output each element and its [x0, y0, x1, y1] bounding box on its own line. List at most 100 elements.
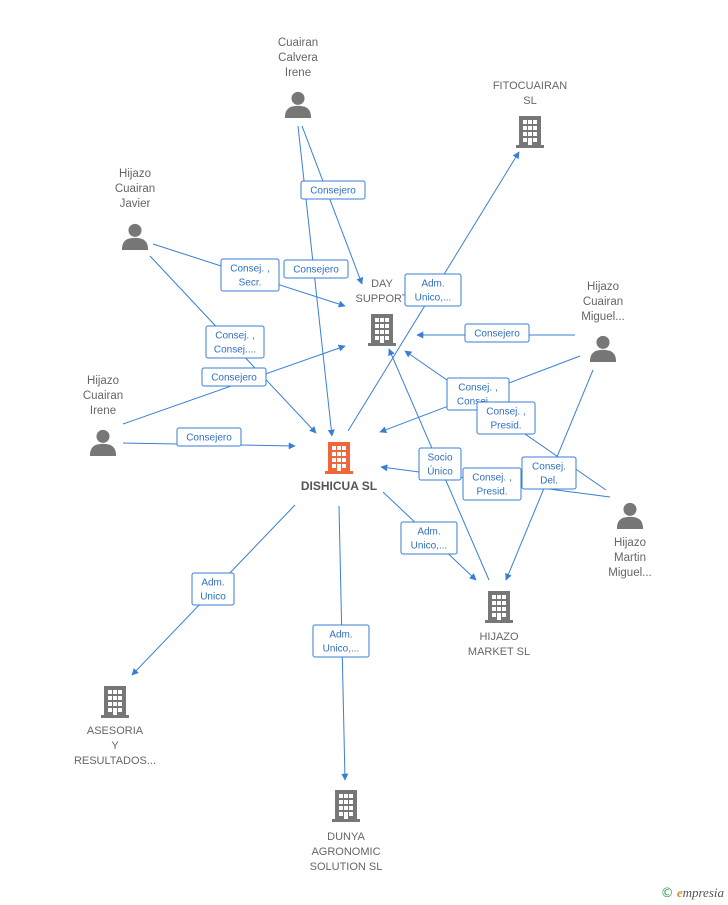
node-label: SOLUTION SL	[310, 861, 383, 873]
edge-label-hijazo_irene-to-dishicua[interactable]: Consejero	[176, 427, 242, 447]
person-icon	[589, 335, 617, 362]
edge-label-text: Unico,...	[411, 541, 448, 552]
node-label: SL	[523, 95, 536, 107]
edge-cuairan_calvera-to-day_support	[301, 125, 364, 285]
node-asesoria[interactable]: ASESORIA Y RESULTADOS...	[74, 686, 156, 767]
node-label: Hijazo	[587, 281, 619, 293]
edge-label-text: Unico	[200, 592, 226, 603]
edge-label-dishicua-to-dunya[interactable]: Adm. Unico,...	[312, 624, 370, 658]
node-label: Javier	[120, 198, 151, 210]
edge-label-dishicua-to-asesoria[interactable]: Adm. Unico	[191, 572, 235, 606]
edge-label-text: Consej. ,	[458, 383, 497, 394]
edge-label-box	[191, 572, 235, 606]
building-icon	[516, 116, 544, 148]
edge-label-hijazo_martin-to-dishicua[interactable]: Consej. , Presid.	[462, 467, 522, 501]
edge-label-text: Consejero	[211, 373, 257, 384]
edge-label-text: Consej....	[214, 345, 256, 356]
edge-label-hijazo_martin-to-day_support[interactable]: Consej. , Presid.	[476, 401, 536, 435]
edge-label-box	[312, 624, 370, 658]
edge-label-hijazo_miguel-to-hijazo_market[interactable]: Consej. Del.	[521, 456, 577, 490]
node-label: Cuairan	[83, 390, 123, 402]
edge-label-box	[300, 180, 366, 200]
edge-label-cuairan_calvera-to-day_support[interactable]: Consejero	[300, 180, 366, 200]
edge-label-box	[521, 456, 577, 490]
node-label: Calvera	[278, 52, 318, 64]
edge-label-box	[404, 273, 462, 307]
edge-label-text: Consej. ,	[472, 473, 511, 484]
edge-label-text: Del.	[540, 476, 558, 487]
node-label: DAY	[371, 278, 393, 290]
edge-label-text: Presid.	[490, 421, 521, 432]
node-label: Hijazo	[87, 375, 119, 387]
edge-label-text: Consej.	[532, 462, 566, 473]
node-dunya[interactable]: DUNYA AGRONOMIC SOLUTION SL	[310, 790, 383, 873]
node-label: ASESORIA	[87, 725, 144, 737]
edge-label-cuairan_calvera-to-dishicua[interactable]: Consejero	[283, 259, 349, 279]
edge-label-hijazo_javier-to-dishicua[interactable]: Consej. , Consej....	[205, 325, 265, 359]
node-label: Irene	[285, 67, 311, 79]
node-hijazo_market[interactable]: HIJAZO MARKET SL	[468, 591, 530, 658]
edge-label-text: Adm.	[421, 279, 444, 290]
node-label: AGRONOMIC	[311, 846, 380, 858]
node-hijazo_miguel[interactable]: HijazoCuairanMiguel...	[581, 281, 625, 362]
edge-label-box	[205, 325, 265, 359]
edge-label-text: Adm.	[201, 578, 224, 589]
node-hijazo_martin[interactable]: HijazoMartinMiguel...	[608, 502, 652, 579]
edge-label-box	[462, 467, 522, 501]
node-label: Miguel...	[581, 311, 624, 323]
node-label: SUPPORT	[356, 293, 409, 305]
building-icon	[368, 314, 396, 346]
brand-logo: © empresia	[661, 885, 724, 901]
nodes-layer: CuairanCalveraIreneFITOCUAIRANSLHijazoCu…	[74, 37, 652, 873]
node-label: Hijazo	[119, 168, 151, 180]
node-label: Y	[111, 740, 119, 752]
node-label: MARKET SL	[468, 646, 530, 658]
person-icon	[121, 223, 149, 250]
edge-label-box	[476, 401, 536, 435]
edge-label-box	[464, 323, 530, 343]
node-label: RESULTADOS...	[74, 755, 156, 767]
edge-label-hijazo_javier-to-day_support[interactable]: Consej. ,Secr.	[220, 258, 280, 292]
node-label: Martin	[614, 552, 646, 564]
building-icon	[485, 591, 513, 623]
edge-label-box	[400, 521, 458, 555]
edge-label-text: Único	[427, 465, 453, 478]
building-icon	[101, 686, 129, 718]
edge-label-text: Unico,...	[323, 644, 360, 655]
person-icon	[284, 91, 312, 118]
node-label: DUNYA	[327, 831, 365, 843]
edge-label-text: Adm.	[329, 630, 352, 641]
node-label: Cuairan	[278, 37, 318, 49]
node-label: Hijazo	[614, 537, 646, 549]
edge-label-hijazo_irene-to-day_support[interactable]: Consejero	[201, 367, 267, 387]
edge-label-dishicua-to-hijazo_market[interactable]: Adm. Unico,...	[400, 521, 458, 555]
edges-layer	[122, 125, 611, 781]
edge-label-text: Adm.	[417, 527, 440, 538]
node-label: HIJAZO	[479, 631, 519, 643]
node-day_support[interactable]: DAY SUPPORT	[356, 278, 409, 346]
node-dishicua[interactable]: DISHICUA SL	[301, 442, 377, 493]
building-icon	[325, 442, 353, 474]
person-icon	[89, 429, 117, 456]
edge-label-text: Presid.	[476, 487, 507, 498]
edge-label-text: Consej. ,	[486, 407, 525, 418]
edge-cuairan_calvera-to-dishicua	[297, 125, 335, 437]
edge-label-text: Consej. ,	[215, 331, 254, 342]
edge-label-box	[201, 367, 267, 387]
edge-label-text: Consej. ,	[230, 264, 269, 275]
edge-label-dishicua-to-fitocuairan[interactable]: Adm.Unico,...	[404, 273, 462, 307]
node-label: Cuairan	[583, 296, 623, 308]
node-fitocuairan[interactable]: FITOCUAIRAN SL	[493, 80, 567, 148]
brand-initial: e	[676, 885, 683, 900]
edge-label-box	[220, 258, 280, 292]
edge-label-hijazo_miguel-to-day_support[interactable]: Consejero	[464, 323, 530, 343]
node-label: Miguel...	[608, 567, 651, 579]
node-label: FITOCUAIRAN	[493, 80, 567, 92]
edge-label-text: Consejero	[293, 265, 339, 276]
